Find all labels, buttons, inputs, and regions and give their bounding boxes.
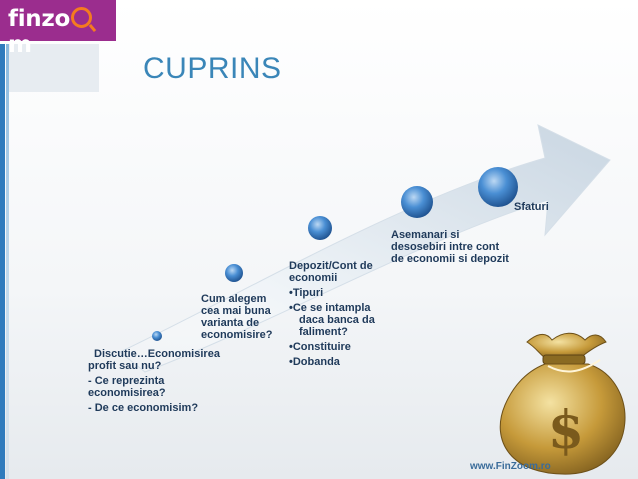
left-accent-bar-thin	[6, 44, 9, 479]
step-4-text: Asemanari si desosebiri intre cont de ec…	[391, 229, 509, 268]
finzoom-logo[interactable]: finzom	[0, 0, 116, 58]
step-5-label: Sfaturi	[514, 201, 549, 213]
step-sphere-5	[478, 167, 518, 207]
step-1-bullet-2: - De ce economisim?	[88, 402, 199, 414]
step-1-text: Discutie…Economisirea profit sau nu? - C…	[88, 348, 228, 417]
step-1-bullet-1: - Ce reprezinta economisirea?	[88, 375, 166, 399]
step-5-text: Sfaturi	[514, 201, 564, 216]
step-sphere-4	[401, 186, 433, 218]
step-sphere-3	[308, 216, 332, 240]
footer-url[interactable]: www.FinZoom.ro	[470, 461, 551, 472]
logo-magnifier-icon	[70, 7, 92, 28]
step-3-bullet-4: Dobanda	[289, 356, 384, 368]
logo-text-start: finzo	[8, 6, 70, 32]
dollar-sign-icon: $	[548, 400, 584, 461]
logo-text-end: m	[8, 32, 32, 58]
step-3-bullet-2: Ce se intampla daca banca da faliment?	[289, 302, 384, 338]
step-4-label: Asemanari si desosebiri intre cont de ec…	[391, 229, 509, 265]
left-accent-bar	[0, 44, 5, 479]
money-bag-icon: $	[499, 332, 626, 475]
step-3-bullet-3: Constituire	[289, 341, 384, 353]
step-markers	[152, 167, 518, 341]
step-3-label: Depozit/Cont de economii	[289, 260, 373, 284]
step-1-label: Discutie…Economisirea profit sau nu?	[88, 348, 220, 372]
step-2-label: Cum alegem cea mai buna varianta de econ…	[201, 293, 273, 341]
page-title: CUPRINS	[143, 52, 282, 85]
step-sphere-1	[152, 331, 162, 341]
step-2-text: Cum alegem cea mai buna varianta de econ…	[201, 293, 279, 344]
step-3-bullet-1: Tipuri	[289, 287, 384, 299]
step-sphere-2	[225, 264, 243, 282]
step-3-text: Depozit/Cont de economii Tipuri Ce se in…	[289, 260, 384, 371]
title-band	[9, 44, 99, 92]
